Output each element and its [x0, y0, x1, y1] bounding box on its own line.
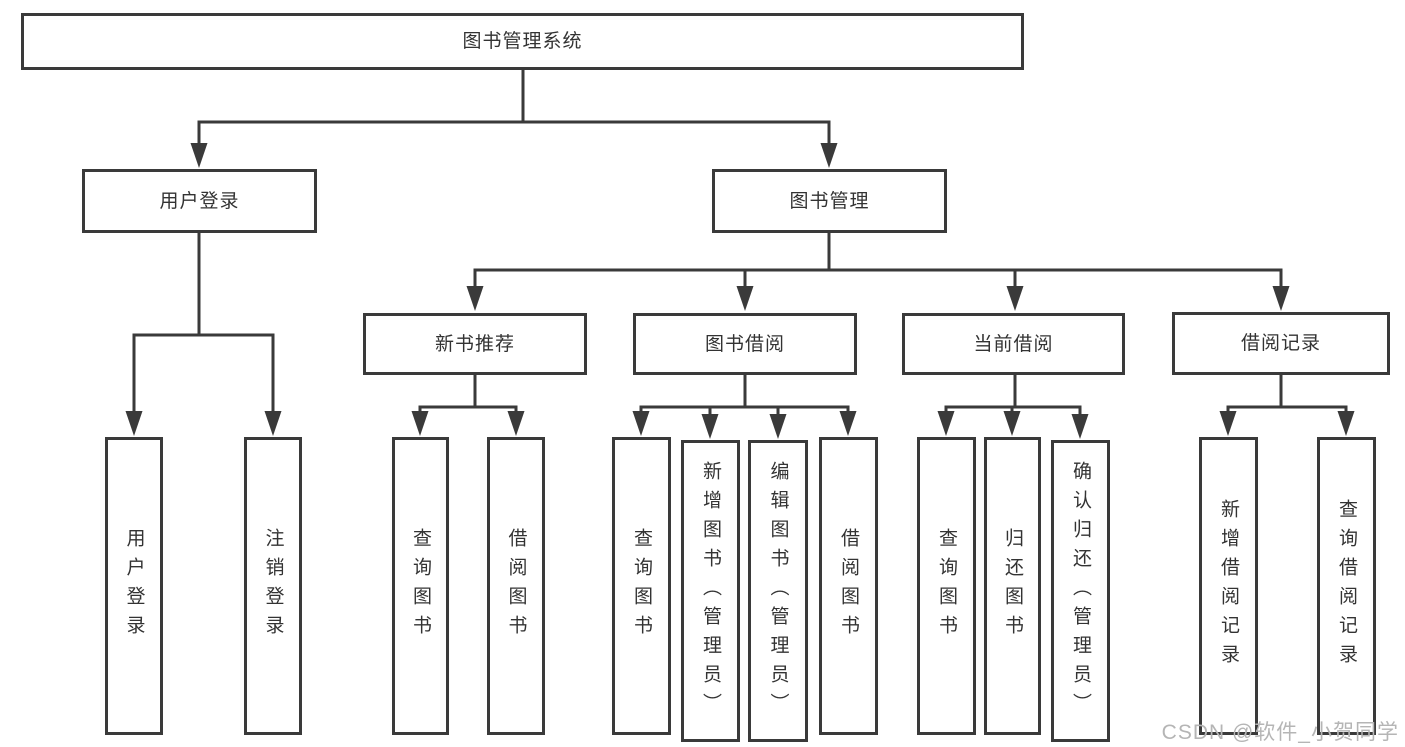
node-current-borrowing: 当前借阅 [902, 313, 1125, 375]
node-system-root: 图书管理系统 [21, 13, 1024, 70]
leaf-add-books-admin: 新增图书（管理员） [681, 440, 740, 742]
leaf-confirm-return-admin: 确认归还（管理员） [1051, 440, 1110, 742]
leaf-query-books: 查询图书 [392, 437, 449, 735]
node-book-borrowing: 图书借阅 [633, 313, 857, 375]
leaf-edit-books-admin: 编辑图书（管理员） [748, 440, 808, 742]
node-user-login: 用户登录 [82, 169, 317, 233]
node-new-book-recommend: 新书推荐 [363, 313, 587, 375]
node-book-management: 图书管理 [712, 169, 947, 233]
leaf-logout: 注销登录 [244, 437, 302, 735]
leaf-query-books-3: 查询图书 [917, 437, 976, 735]
node-borrowing-records: 借阅记录 [1172, 312, 1390, 375]
csdn-watermark: CSDN @软件_小贺同学 [1161, 721, 1399, 744]
leaf-borrow-books-2: 借阅图书 [819, 437, 878, 735]
leaf-add-borrow-record: 新增借阅记录 [1199, 437, 1258, 735]
leaf-query-borrow-record: 查询借阅记录 [1317, 437, 1376, 735]
leaf-borrow-books: 借阅图书 [487, 437, 545, 735]
leaf-return-books: 归还图书 [984, 437, 1041, 735]
leaf-user-login: 用户登录 [105, 437, 163, 735]
leaf-query-books-2: 查询图书 [612, 437, 671, 735]
